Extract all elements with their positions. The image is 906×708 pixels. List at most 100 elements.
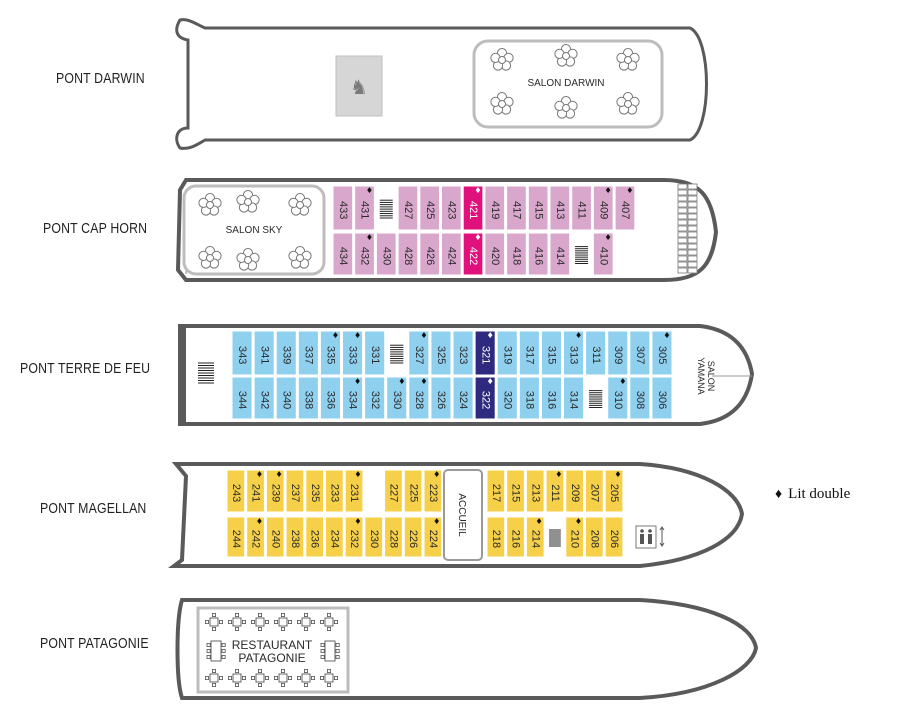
- cabin-306[interactable]: 306: [651, 376, 673, 420]
- cabin-310[interactable]: 310♦: [607, 376, 629, 420]
- cabin-420[interactable]: 420: [484, 232, 506, 276]
- cabin-426[interactable]: 426: [419, 232, 440, 276]
- cabin-211[interactable]: 211♦: [545, 469, 565, 513]
- cabin-333[interactable]: 333♦: [342, 330, 364, 376]
- cabin-244[interactable]: 244: [226, 516, 246, 558]
- cabin-336[interactable]: 336: [319, 376, 341, 420]
- cabin-308[interactable]: 308: [629, 376, 651, 420]
- cabin-241[interactable]: 241♦: [246, 469, 265, 513]
- cabin-243[interactable]: 243: [226, 469, 246, 513]
- cabin-235[interactable]: 235: [305, 469, 324, 513]
- cabin-237[interactable]: 237: [285, 469, 305, 513]
- cabin-217[interactable]: 217: [486, 469, 506, 513]
- cabin-418[interactable]: 418: [506, 232, 527, 276]
- cabin-335[interactable]: 335♦: [319, 330, 341, 376]
- cabin-423[interactable]: 423: [441, 185, 462, 231]
- cabin-340[interactable]: 340: [275, 376, 297, 420]
- cabin-414[interactable]: 414: [549, 232, 571, 276]
- cabin-334[interactable]: 334♦: [342, 376, 364, 420]
- cabin-315[interactable]: 315: [540, 330, 563, 376]
- cabin-230[interactable]: 230: [364, 516, 384, 558]
- cabin-337[interactable]: 337: [297, 330, 319, 376]
- cabin-410[interactable]: 410♦: [592, 232, 614, 276]
- cabin-327[interactable]: 327♦: [408, 330, 430, 376]
- cabin-325[interactable]: 325: [430, 330, 452, 376]
- cabin-338[interactable]: 338: [297, 376, 319, 420]
- cabin-339[interactable]: 339: [275, 330, 297, 376]
- cabin-231[interactable]: 231♦: [344, 469, 364, 513]
- cabin-240[interactable]: 240: [265, 516, 285, 558]
- cabin-320[interactable]: 320: [496, 376, 518, 420]
- cabin-322[interactable]: 322♦: [474, 376, 496, 420]
- cabin-328[interactable]: 328♦: [408, 376, 430, 420]
- cabin-415[interactable]: 415: [527, 185, 549, 231]
- cabin-224[interactable]: 224♦: [423, 516, 443, 558]
- cabin-208[interactable]: 208: [585, 516, 604, 558]
- double-bed-icon: ♦: [605, 233, 612, 242]
- cabin-427[interactable]: 427: [397, 185, 419, 231]
- cabin-number: 208: [588, 530, 600, 548]
- cabin-238[interactable]: 238: [285, 516, 305, 558]
- cabin-326[interactable]: 326: [430, 376, 452, 420]
- cabin-430[interactable]: 430: [375, 232, 397, 276]
- cabin-234[interactable]: 234: [325, 516, 344, 558]
- cabin-428[interactable]: 428: [397, 232, 419, 276]
- cabin-323[interactable]: 323: [452, 330, 474, 376]
- cabin-311[interactable]: 311: [585, 330, 607, 376]
- cabin-205[interactable]: 205♦: [604, 469, 624, 513]
- cabin-424[interactable]: 424: [441, 232, 462, 276]
- cabin-226[interactable]: 226: [403, 516, 423, 558]
- cabin-407[interactable]: 407♦: [614, 185, 636, 231]
- cabin-416[interactable]: 416: [527, 232, 549, 276]
- cabin-413[interactable]: 413: [549, 185, 571, 231]
- cabin-341[interactable]: 341: [253, 330, 275, 376]
- cabin-411[interactable]: 411: [571, 185, 592, 231]
- cabin-425[interactable]: 425: [419, 185, 440, 231]
- cabin-313[interactable]: 313♦: [563, 330, 585, 376]
- cabin-332[interactable]: 332: [364, 376, 386, 420]
- salon-darwin-tables: [490, 44, 640, 119]
- cabin-236[interactable]: 236: [305, 516, 324, 558]
- cabin-216[interactable]: 216: [506, 516, 525, 558]
- cabin-214[interactable]: 214♦: [525, 516, 545, 558]
- cabin-422[interactable]: 422♦: [462, 232, 484, 276]
- cabin-330[interactable]: 330♦: [386, 376, 408, 420]
- cabin-225[interactable]: 225: [403, 469, 423, 513]
- cabin-417[interactable]: 417: [506, 185, 527, 231]
- cabin-305[interactable]: 305♦: [651, 330, 673, 376]
- cabin-432[interactable]: 432♦: [354, 232, 375, 276]
- cabin-431[interactable]: 431♦: [354, 185, 375, 231]
- cabin-209[interactable]: 209: [565, 469, 584, 513]
- cabin-318[interactable]: 318: [518, 376, 540, 420]
- cabin-207[interactable]: 207: [585, 469, 604, 513]
- cabin-206[interactable]: 206: [604, 516, 624, 558]
- cabin-223[interactable]: 223♦: [423, 469, 443, 513]
- cabin-232[interactable]: 232♦: [344, 516, 364, 558]
- cabin-213[interactable]: 213: [525, 469, 545, 513]
- cabin-228[interactable]: 228: [384, 516, 403, 558]
- cabin-344[interactable]: 344: [231, 376, 253, 420]
- cabin-434[interactable]: 434: [332, 232, 354, 276]
- cabin-409[interactable]: 409♦: [592, 185, 614, 231]
- cabin-314[interactable]: 314: [563, 376, 585, 420]
- cabin-321[interactable]: 321♦: [474, 330, 496, 376]
- cabin-242[interactable]: 242♦: [246, 516, 265, 558]
- cabin-233[interactable]: 233: [325, 469, 344, 513]
- cabin-316[interactable]: 316: [540, 376, 563, 420]
- cabin-343[interactable]: 343: [231, 330, 253, 376]
- cabin-210[interactable]: 210♦: [565, 516, 584, 558]
- cabin-309[interactable]: 309: [607, 330, 629, 376]
- cabin-433[interactable]: 433: [332, 185, 354, 231]
- cabin-218[interactable]: 218: [486, 516, 506, 558]
- cabin-317[interactable]: 317: [518, 330, 540, 376]
- cabin-421[interactable]: 421♦: [462, 185, 484, 231]
- cabin-227[interactable]: 227: [384, 469, 403, 513]
- cabin-324[interactable]: 324: [452, 376, 474, 420]
- cabin-239[interactable]: 239♦: [265, 469, 285, 513]
- cabin-331[interactable]: 331: [364, 330, 386, 376]
- cabin-419[interactable]: 419: [484, 185, 506, 231]
- cabin-342[interactable]: 342: [253, 376, 275, 420]
- cabin-307[interactable]: 307: [629, 330, 651, 376]
- cabin-215[interactable]: 215: [506, 469, 525, 513]
- cabin-319[interactable]: 319: [496, 330, 518, 376]
